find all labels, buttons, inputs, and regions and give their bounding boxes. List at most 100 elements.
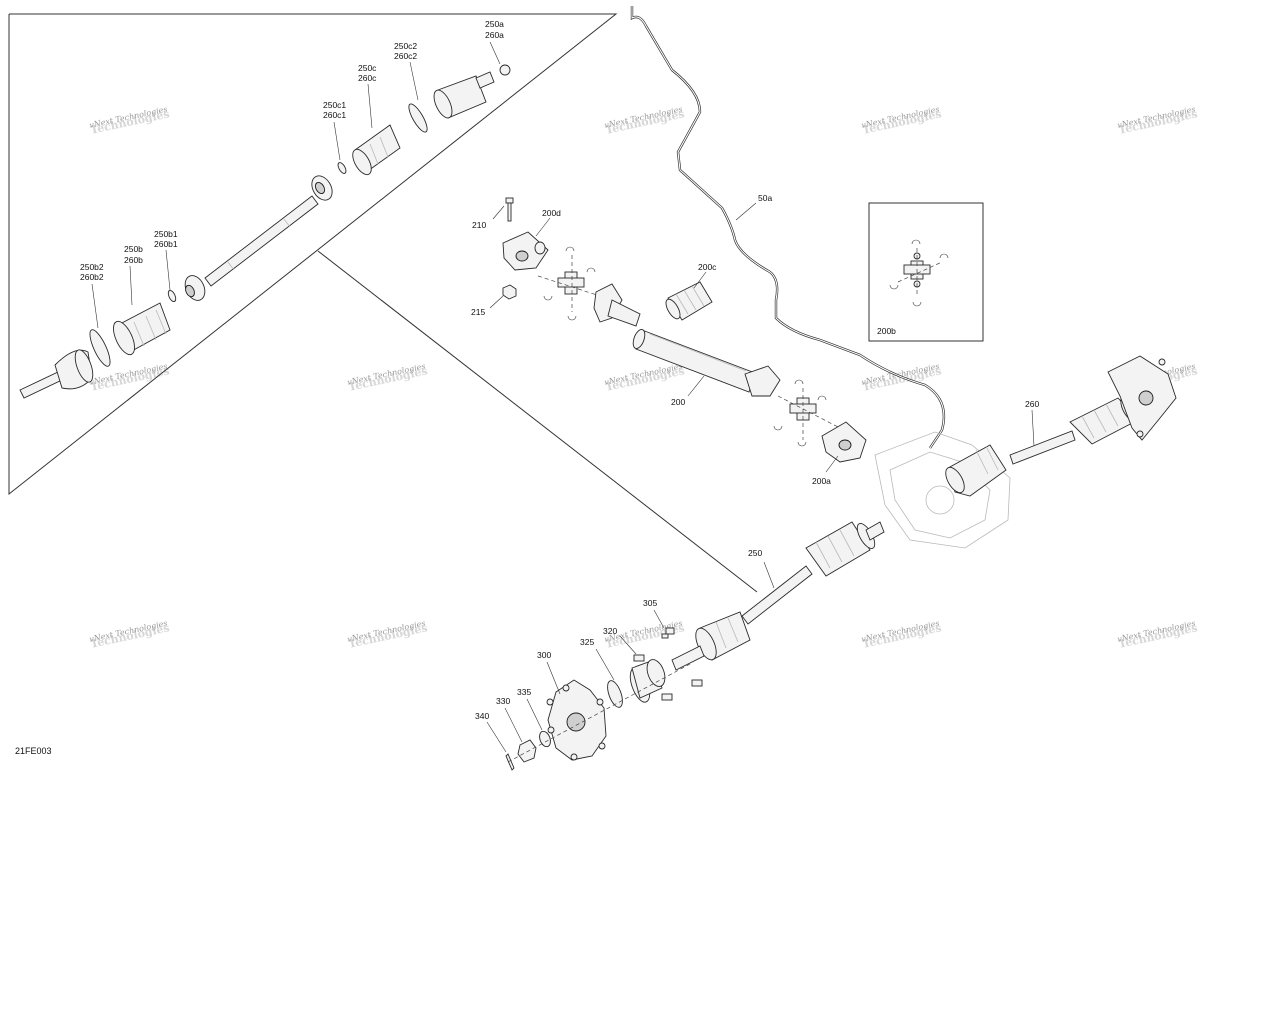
inner-housing-250a [433,71,495,119]
circlip-250a [499,64,511,76]
axle-shaft-inset [204,195,319,287]
yoke-200a [821,421,867,463]
callout-320: 320 [603,626,617,636]
callout-335: 335 [517,687,531,697]
callout-250b1-260b1: 250b1 260b1 [154,229,178,249]
washer-335 [539,730,551,748]
inset-callouts: 250a 260a 250c2 260c2 250c 260c 250c1 26… [80,19,504,282]
watermark-layer: Technologies vNext Technologies Technolo… [89,105,1199,651]
svg-text:250c1: 250c1 [323,100,346,110]
svg-text:250b: 250b [124,244,143,254]
circlip-icon [911,239,921,245]
box-200b-border [868,202,984,342]
callout-250a-260a: 250a 260a [485,19,504,40]
callout-305: 305 [643,598,657,608]
clamp-250b1 [167,289,177,303]
svg-text:260b1: 260b1 [154,239,178,249]
shaft-250 [741,565,813,625]
nut-215 [502,284,517,300]
callout-200d: 200d [542,208,561,218]
callout-330: 330 [496,696,510,706]
circlip-icon [939,253,949,259]
callout-300: 300 [537,650,551,660]
inner-cv-joint [311,175,333,201]
svg-text:250c: 250c [358,63,377,73]
clamp-250c1 [337,162,347,174]
watermark: Technologies vNext Technologies [861,105,943,137]
svg-text:260c: 260c [358,73,377,83]
outer-stub-shaft [19,349,94,399]
outer-cv-joint [184,275,206,301]
universal-joint-cross-upper [557,271,585,295]
outer-cv-250 [671,611,751,671]
shaft-260 [1009,430,1076,465]
inset-leaders [91,41,501,329]
inner-boot-250c [352,124,401,176]
svg-text:260b2: 260b2 [80,272,104,282]
outer-boot-250b [113,302,171,356]
watermark: Technologies vNext Technologies [89,619,171,651]
yoke-rear [744,365,781,397]
watermark: Technologies vNext Technologies [89,105,171,137]
bolt-320 [633,654,703,701]
wheel-hub-assembly: 305 320 325 300 [475,598,703,771]
callout-215: 215 [471,307,485,317]
callout-200: 200 [671,397,685,407]
inset-axle-exploded [19,64,511,399]
watermark: Technologies vNext Technologies [347,362,429,394]
axle-shaft-250: 250 [671,521,885,671]
callout-325: 325 [580,637,594,647]
svg-text:260c1: 260c1 [323,110,346,120]
callout-50a: 50a [758,193,772,203]
inner-cv-250 [805,521,885,577]
svg-text:260c2: 260c2 [394,51,417,61]
boot-200c [665,281,713,321]
circlip-icon [912,301,922,307]
bolt-210 [505,197,514,222]
yoke-200d [502,231,549,271]
slip-yoke [593,283,641,327]
detail-box-200b: 200b [868,202,984,342]
hub-carrier-260 [1107,355,1177,441]
clamp-ring-250b2 [89,329,111,367]
callout-200a: 200a [812,476,831,486]
driveshaft-tube-200 [632,328,756,393]
axle-shaft-260: 260 [945,355,1177,497]
watermark: Technologies vNext Technologies [1117,105,1199,137]
callout-250c2-260c2: 250c2 260c2 [394,41,417,61]
inset-border [8,13,618,496]
retaining-ring [607,680,623,708]
nut-330 [517,739,537,763]
callout-250b-260b: 250b 260b [124,244,143,265]
inner-cv-260 [945,444,1007,497]
drawing-id: 21FE003 [15,746,52,756]
watermark: Technologies vNext Technologies [604,362,686,394]
driveshaft-assembly: 210 200d 215 [471,197,867,486]
detail-inset-frame [8,13,758,593]
callout-250b2-260b2: 250b2 260b2 [80,262,104,282]
svg-text:250b1: 250b1 [154,229,178,239]
svg-text:250c2: 250c2 [394,41,417,51]
watermark: Technologies vNext Technologies [1117,619,1199,651]
cable-50a: 50a [630,6,946,449]
watermark: Technologies vNext Technologies [347,619,429,651]
circlip-icon [889,284,899,290]
callout-250c-260c: 250c 260c [358,63,377,83]
callout-210: 210 [472,220,486,230]
svg-text:260a: 260a [485,30,504,40]
clamp-ring-250c2 [408,103,428,133]
watermark: Technologies vNext Technologies [604,105,686,137]
callout-250c1-260c1: 250c1 260c1 [323,100,346,120]
svg-text:260b: 260b [124,255,143,265]
svg-text:250a: 250a [485,19,504,29]
callout-250: 250 [748,548,762,558]
watermark: Technologies vNext Technologies [89,362,171,394]
inset-pointer-line [317,250,758,593]
callout-200c: 200c [698,262,717,272]
hub-300 [546,679,607,761]
bearing-housing [631,659,666,699]
watermark: Technologies vNext Technologies [861,619,943,651]
bolt-305 [661,627,675,639]
cotter-pin-340 [505,753,515,771]
